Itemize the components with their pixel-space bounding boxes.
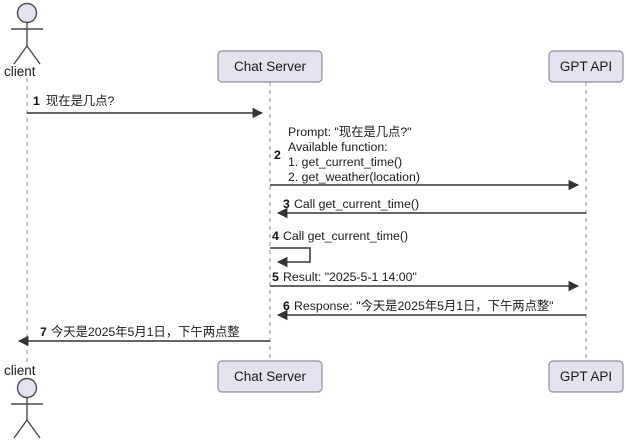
message-5-label: Result: "2025-5-1 14:00" — [283, 270, 417, 284]
message-2[interactable]: 2 Prompt: "现在是几点?" Available function: 1… — [270, 125, 580, 191]
participant-label-chat-server-bottom: Chat Server — [234, 369, 307, 384]
message-6-label: Response: "今天是2025年5月1日，下午两点整" — [294, 298, 554, 313]
participant-client-bottom[interactable]: client — [4, 363, 43, 439]
message-4-label: Call get_current_time() — [283, 229, 408, 243]
participant-gpt-api-bottom[interactable]: GPT API — [548, 360, 624, 393]
message-3-label: Call get_current_time() — [294, 197, 419, 211]
message-4-self-loop — [270, 247, 311, 268]
message-6[interactable]: 6 Response: "今天是2025年5月1日，下午两点整" — [276, 298, 586, 321]
actor-head-icon-bottom — [16, 377, 38, 399]
message-1-label: 现在是几点? — [46, 94, 114, 108]
message-6-number: 6 — [283, 299, 290, 313]
message-7[interactable]: 7 今天是2025年5月1日，下午两点整 — [17, 324, 270, 347]
message-1[interactable]: 1 现在是几点? — [27, 94, 264, 119]
message-4-number: 4 — [272, 229, 279, 243]
message-2-label-line-4: 2. get_weather(location) — [288, 170, 420, 184]
actor-head-icon — [16, 2, 38, 24]
participant-label-gpt-api-top: GPT API — [560, 59, 612, 74]
participant-box-gpt-api-top[interactable] — [548, 50, 624, 83]
participant-box-chat-server-bottom[interactable] — [217, 360, 323, 393]
message-7-label: 今天是2025年5月1日，下午两点整 — [51, 324, 240, 339]
actor-leg-right-icon-bottom — [26, 419, 41, 439]
message-5-number: 5 — [272, 270, 279, 284]
message-2-label-line-1: Prompt: "现在是几点?" — [288, 125, 412, 139]
participant-label-client-bottom: client — [4, 363, 36, 378]
lifelines-group — [26, 78, 587, 362]
participant-label-client-top: client — [4, 64, 36, 79]
message-4[interactable]: 4 Call get_current_time() — [270, 229, 408, 268]
participant-box-gpt-api-bottom[interactable] — [548, 360, 624, 393]
message-1-number: 1 — [33, 94, 40, 108]
participant-chat-server-top[interactable]: Chat Server — [217, 50, 323, 83]
message-2-number: 2 — [274, 148, 281, 162]
message-2-label-line-3: 1. get_current_time() — [288, 155, 402, 169]
message-2-label-line-2: Available function: — [288, 140, 388, 154]
participant-label-gpt-api-bottom: GPT API — [560, 369, 612, 384]
message-3[interactable]: 3 Call get_current_time() — [276, 197, 586, 219]
participant-chat-server-bottom[interactable]: Chat Server — [217, 360, 323, 393]
message-3-number: 3 — [283, 197, 290, 211]
participant-box-chat-server-top[interactable] — [217, 50, 323, 83]
actor-leg-left-icon-bottom — [13, 419, 28, 439]
actor-leg-right-icon — [26, 45, 41, 65]
message-5[interactable]: 5 Result: "2025-5-1 14:00" — [270, 270, 580, 292]
participant-client-top[interactable]: client — [4, 2, 43, 80]
participant-label-chat-server-top: Chat Server — [234, 59, 307, 74]
actor-leg-left-icon — [13, 45, 28, 65]
participant-gpt-api-top[interactable]: GPT API — [548, 50, 624, 83]
message-7-number: 7 — [40, 325, 47, 339]
